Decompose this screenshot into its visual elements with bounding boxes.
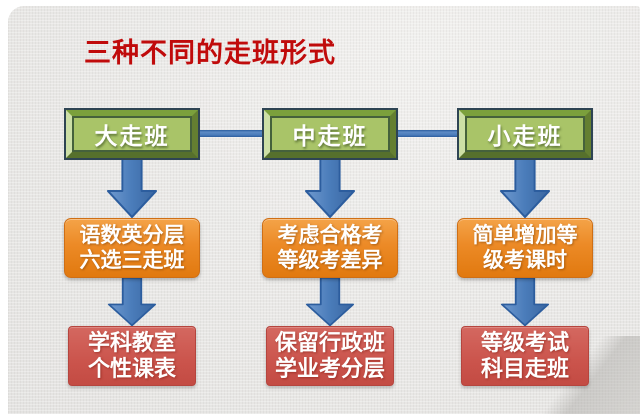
header-label: 大走班 [94, 123, 170, 149]
bottom-box-line2: 个性课表 [87, 356, 176, 381]
down-arrow-icon [106, 157, 158, 218]
down-arrow-icon [107, 277, 157, 327]
middle-box: 简单增加等 级考课时 [457, 218, 593, 278]
header-box: 中走班 [264, 110, 396, 158]
down-arrow-icon [305, 277, 355, 327]
header-label: 中走班 [292, 123, 368, 149]
middle-box-line1: 简单增加等 [472, 224, 578, 247]
bottom-box: 学科教室 个性课表 [68, 326, 196, 386]
slide-title: 三种不同的走班形式 [84, 38, 336, 68]
bottom-box-line1: 等级考试 [480, 330, 569, 355]
column-da-zouban: 大走班 语数英分层 六选三走班 学科教室 个性课表 [52, 110, 212, 386]
middle-box: 考虑合格考 等级考差异 [262, 218, 398, 278]
middle-box-line1: 语数英分层 [79, 224, 185, 247]
slide-background: 三种不同的走班形式 大走班 语数英分层 六选三走班 学科教室 个性课表 [8, 6, 640, 414]
down-arrow-icon [304, 157, 356, 218]
bottom-box-line1: 保留行政班 [274, 330, 385, 355]
middle-box-line2: 六选三走班 [79, 249, 185, 272]
header-label: 小走班 [487, 123, 563, 149]
header-box: 大走班 [66, 110, 198, 158]
bottom-box: 等级考试 科目走班 [461, 326, 589, 386]
bottom-box-line2: 学业考分层 [274, 356, 385, 381]
middle-box-line1: 考虑合格考 [277, 224, 383, 247]
middle-box-line2: 等级考差异 [277, 249, 383, 272]
bottom-box-line1: 学科教室 [87, 330, 176, 355]
down-arrow-icon [500, 277, 550, 327]
bottom-box: 保留行政班 学业考分层 [266, 326, 394, 386]
middle-box-line2: 级考课时 [483, 249, 567, 272]
middle-box: 语数英分层 六选三走班 [64, 218, 200, 278]
column-zhong-zouban: 中走班 考虑合格考 等级考差异 保留行政班 学业考分层 [250, 110, 410, 386]
down-arrow-icon [499, 157, 551, 218]
bottom-box-line2: 科目走班 [480, 356, 569, 381]
header-box: 小走班 [459, 110, 591, 158]
column-xiao-zouban: 小走班 简单增加等 级考课时 等级考试 科目走班 [445, 110, 605, 386]
